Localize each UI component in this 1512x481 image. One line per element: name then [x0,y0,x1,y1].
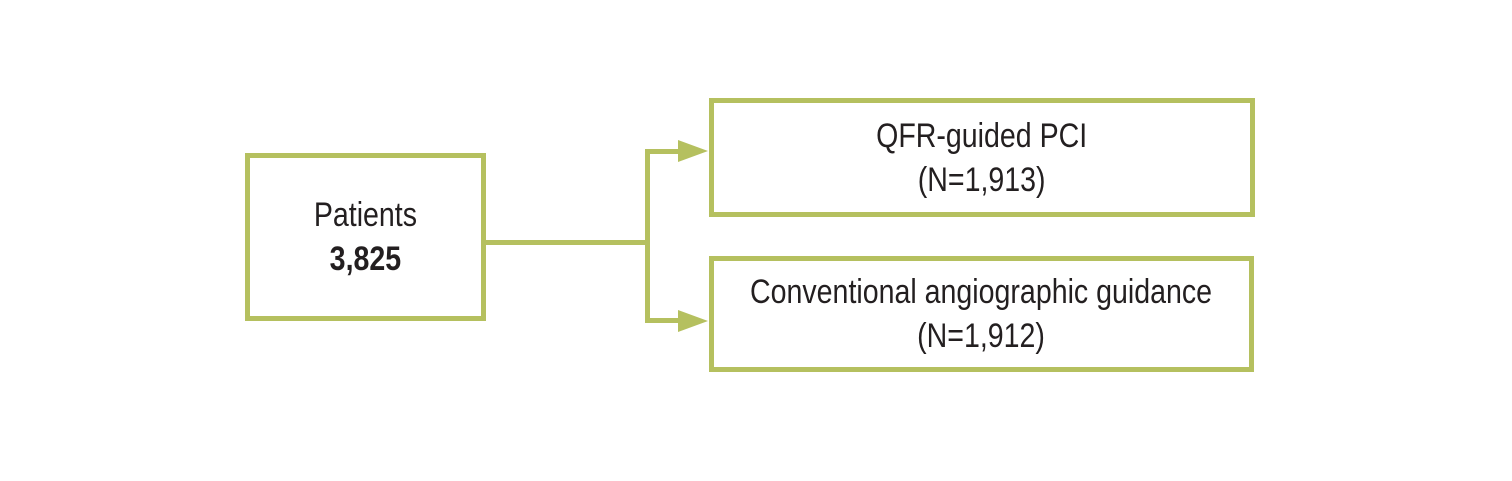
arrow-right-icon [678,310,708,332]
connector-branch-vertical [645,149,650,323]
conventional-title: Conventional angiographic guidance [750,273,1213,311]
qfr-count: (N=1,913) [918,160,1046,199]
node-conventional-label: Conventional angiographic guidance (N=1,… [750,270,1212,358]
patients-count: 3,825 [329,240,402,278]
patients-title: Patients [313,196,418,234]
arrow-right-icon [678,140,708,162]
connector-bottom-branch [650,318,679,323]
node-qfr-label: QFR-guided PCI (N=1,913) [876,114,1087,202]
connector-root-horizontal [486,240,650,245]
node-qfr-guided-pci: QFR-guided PCI (N=1,913) [709,98,1255,217]
node-patients-label: Patients 3,825 [314,193,417,281]
qfr-title: QFR-guided PCI [876,116,1088,155]
conventional-count: (N=1,912) [917,317,1046,355]
connector-top-branch [650,149,679,154]
node-conventional-guidance: Conventional angiographic guidance (N=1,… [709,256,1254,372]
node-patients: Patients 3,825 [245,153,486,321]
